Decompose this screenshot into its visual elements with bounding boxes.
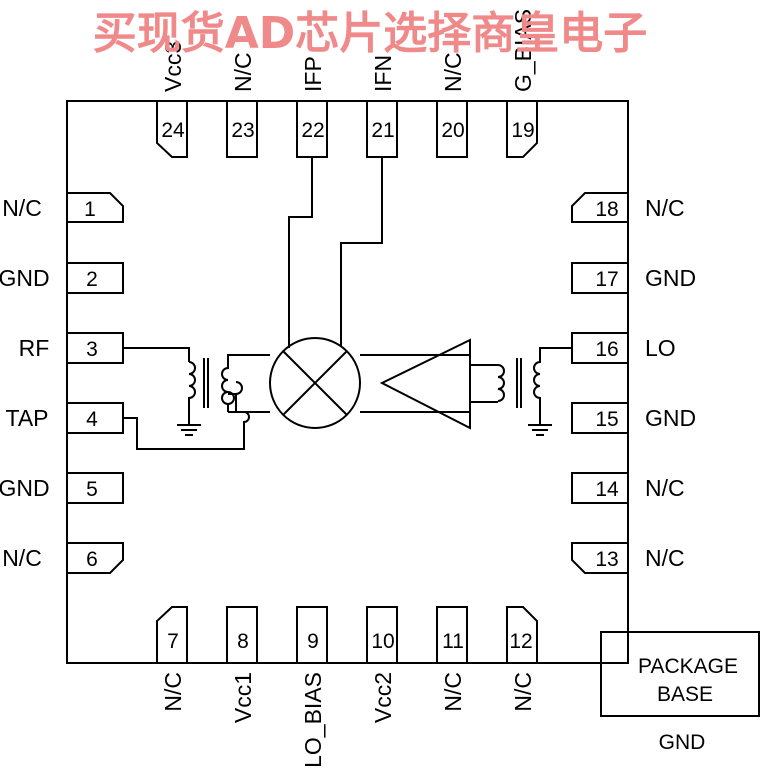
pin-1-label: N/C <box>2 195 42 221</box>
pin-23-pad <box>226 100 258 158</box>
pin-7-number: 7 <box>167 630 179 653</box>
tap-wire <box>123 394 250 450</box>
pin-20-pad <box>436 100 468 158</box>
pin-21-number: 21 <box>371 119 394 142</box>
pin-3-label: RF <box>19 335 50 361</box>
pin-8-label: Vcc1 <box>230 672 256 723</box>
package-base-line2: BASE <box>657 683 713 706</box>
pin-12-pad <box>506 606 538 663</box>
pin-5-pad <box>66 472 124 504</box>
pin-6-number: 6 <box>86 548 98 571</box>
pin-15-pad <box>571 402 629 434</box>
pin-2-number: 2 <box>86 268 98 291</box>
pin-14-label: N/C <box>645 475 685 501</box>
pin-16-number: 16 <box>595 338 618 361</box>
pin-18-number: 18 <box>595 198 618 221</box>
pin-24-number: 24 <box>161 119 185 142</box>
pin-1-pad <box>67 192 124 223</box>
pin-12-number: 12 <box>509 630 532 653</box>
pin-15-number: 15 <box>595 408 618 431</box>
pin-22-label: IFP <box>300 56 326 92</box>
pin-11-label: N/C <box>440 672 466 712</box>
pin-8-pad <box>226 606 258 664</box>
lo-balun-secondary <box>533 347 572 425</box>
pin-5-label: GND <box>0 475 50 501</box>
pin-7-label: N/C <box>160 672 186 712</box>
ifn-wire <box>340 157 383 347</box>
pin-4-number: 4 <box>86 408 98 431</box>
pin-18-label: N/C <box>645 195 685 221</box>
pin-23-number: 23 <box>231 119 254 142</box>
pin-4-label: TAP <box>5 405 48 431</box>
rf-wire <box>123 347 190 362</box>
pin-2-label: GND <box>0 265 50 291</box>
pin-16-label: LO <box>645 335 676 361</box>
pin-6-pad <box>67 542 124 574</box>
pin-6-label: N/C <box>2 545 42 571</box>
package-outline <box>66 100 629 664</box>
pin-1-number: 1 <box>84 198 96 221</box>
watermark-text: 买现货AD芯片选择商皇电子 <box>93 8 648 59</box>
pin-13-number: 13 <box>595 548 618 571</box>
package-base-line1: PACKAGE <box>638 655 738 678</box>
pin-7-pad <box>156 606 188 663</box>
pin-10-pad <box>366 606 398 664</box>
pin-2-pad <box>66 262 124 294</box>
pin-9-number: 9 <box>307 630 319 653</box>
rf-balun-secondary <box>221 354 270 412</box>
pin-9-label: LO_BIAS <box>300 672 326 768</box>
pin-18-pad <box>571 192 628 223</box>
pin-15-label: GND <box>645 405 696 431</box>
lo-balun-primary <box>497 364 505 402</box>
pin-19-number: 19 <box>511 119 534 142</box>
pin-24-label: Vcc3 <box>160 41 186 92</box>
pin-22-number: 22 <box>301 119 324 142</box>
mixer-symbol <box>269 337 361 429</box>
pin-13-pad <box>571 542 628 574</box>
pin-9-pad <box>296 606 328 664</box>
pin-10-label: Vcc2 <box>370 672 396 723</box>
pin-12-label: N/C <box>510 672 536 712</box>
pin-10-number: 10 <box>371 630 394 653</box>
pin-20-label: N/C <box>440 52 466 92</box>
pin-3-number: 3 <box>86 338 98 361</box>
pin-17-pad <box>571 262 629 294</box>
pin-19-pad <box>506 101 538 158</box>
pin-11-pad <box>436 606 468 664</box>
pin-14-number: 14 <box>595 478 619 501</box>
pin-17-label: GND <box>645 265 696 291</box>
pin-17-number: 17 <box>595 268 618 291</box>
pin-11-number: 11 <box>442 630 464 653</box>
rf-balun-primary <box>188 361 196 425</box>
pin-23-label: N/C <box>230 52 256 92</box>
lo-amplifier-symbol <box>379 338 471 430</box>
ifp-wire <box>288 157 313 348</box>
pin-14-pad <box>571 472 629 504</box>
pin-20-number: 20 <box>441 119 464 142</box>
package-base-gnd-label: GND <box>659 731 706 754</box>
pin-8-number: 8 <box>237 630 249 653</box>
pin-5-number: 5 <box>86 478 98 501</box>
pin-24-pad <box>156 101 188 158</box>
pin-19-label: G_BIAS <box>510 9 536 92</box>
pin-21-label: IFN <box>370 55 396 92</box>
pin-13-label: N/C <box>645 545 685 571</box>
package-base-box <box>600 631 760 717</box>
